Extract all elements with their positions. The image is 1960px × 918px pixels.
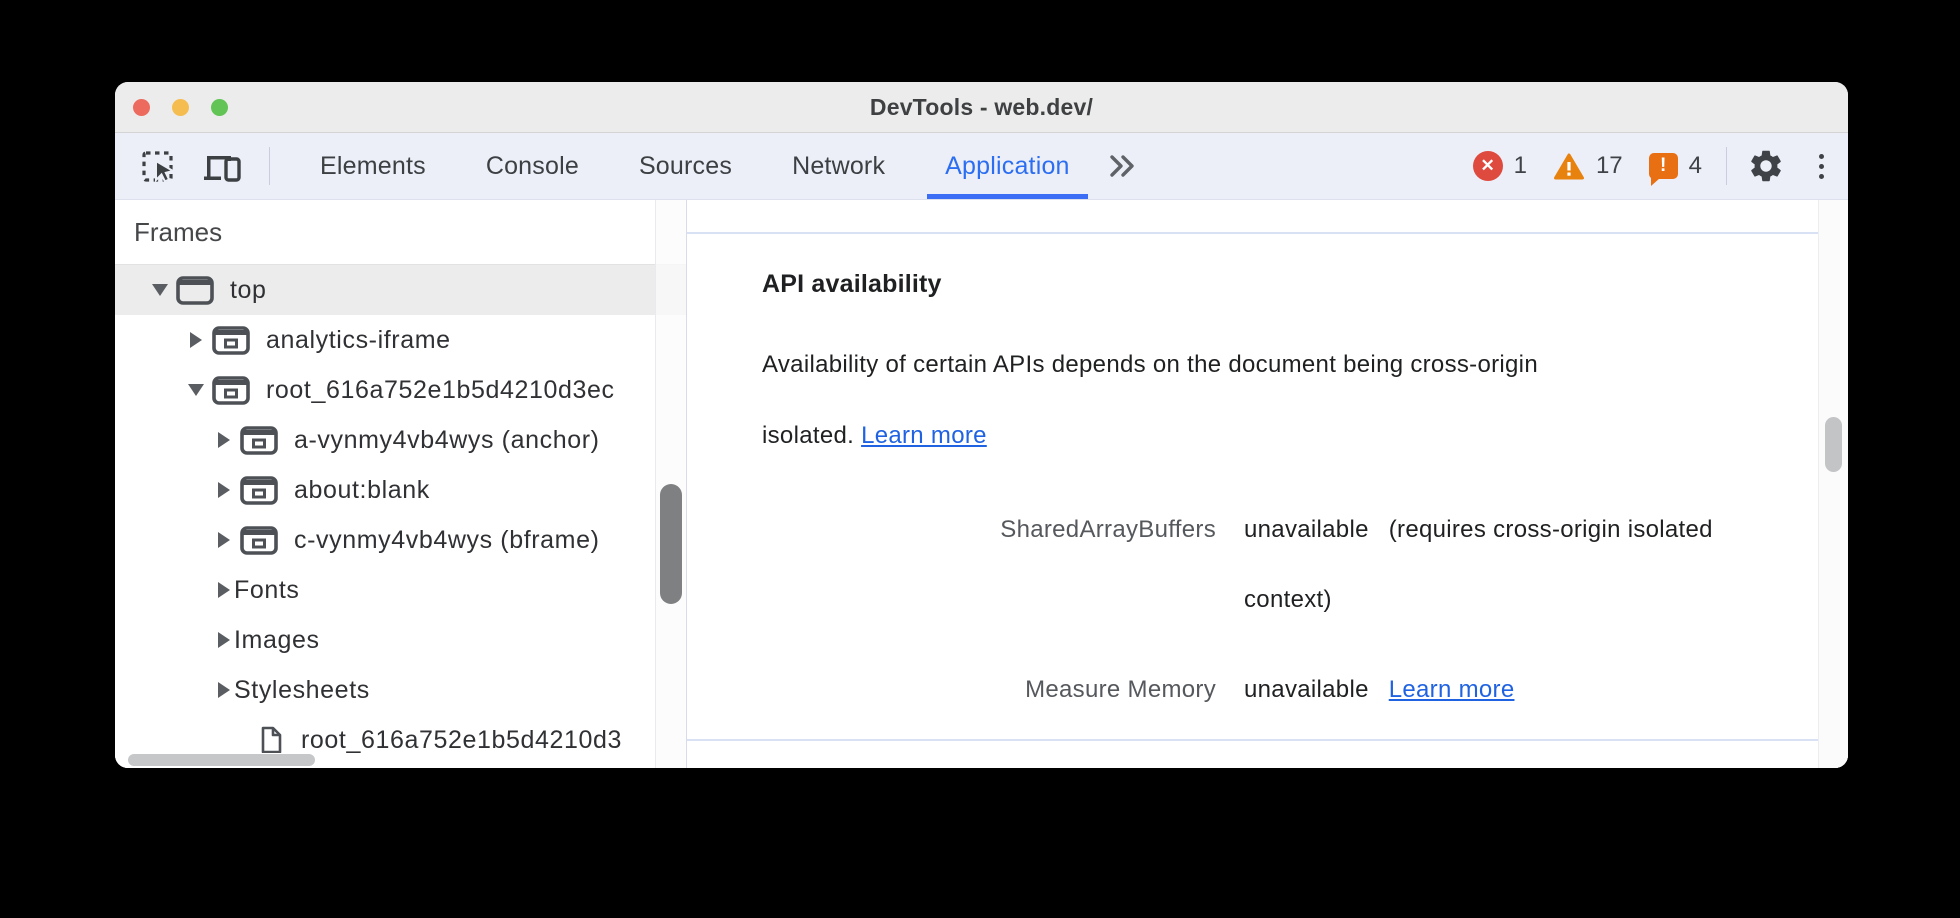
left-scrollbar-thumb[interactable] — [660, 484, 682, 604]
tree-item-label: Images — [234, 625, 320, 654]
tree-row[interactable]: root_616a752e1b5d4210d3ec — [115, 365, 686, 415]
twisty-icon[interactable] — [153, 284, 167, 296]
status-text: unavailable — [1244, 516, 1369, 543]
tab-network[interactable]: Network — [792, 151, 886, 180]
learn-more-link[interactable]: Learn more — [1388, 676, 1515, 703]
issues-count: 4 — [1688, 152, 1702, 179]
frames-panel: Frames top analytics-iframe root_616a752… — [115, 200, 687, 768]
api-name-label: Measure Memory — [1025, 676, 1216, 703]
api-availability-table: SharedArrayBuffers unavailable(requires … — [762, 495, 1818, 725]
close-button[interactable] — [133, 98, 150, 116]
window-title: DevTools - web.dev/ — [869, 93, 1094, 120]
twisty-icon[interactable] — [217, 682, 231, 698]
tree-row[interactable]: Images — [115, 615, 686, 665]
iframe-icon — [240, 475, 278, 505]
tree-row[interactable]: top — [115, 265, 686, 315]
tree-row[interactable]: Stylesheets — [115, 665, 686, 715]
tree-item-label: Stylesheets — [234, 675, 370, 704]
tree-row[interactable]: about:blank — [115, 465, 686, 515]
horizontal-scrollbar-thumb[interactable] — [128, 754, 315, 766]
error-icon: ✕ — [1472, 151, 1503, 181]
warnings-badge[interactable]: 17 — [1553, 152, 1623, 181]
document-icon — [260, 726, 282, 754]
iframe-icon — [240, 425, 278, 455]
status-text: unavailable — [1244, 676, 1369, 703]
more-tabs-chevron-icon[interactable] — [1106, 152, 1140, 180]
errors-badge[interactable]: ✕ 1 — [1472, 151, 1527, 181]
toolbar-separator — [1726, 147, 1727, 185]
table-row: SharedArrayBuffers unavailable(requires … — [762, 495, 1818, 635]
tree-row[interactable]: analytics-iframe — [115, 315, 686, 365]
api-name-label: SharedArrayBuffers — [1000, 516, 1216, 543]
tree-item-label: a-vynmy4vb4wys (anchor) — [294, 425, 600, 454]
settings-gear-icon[interactable] — [1747, 147, 1785, 185]
tab-elements[interactable]: Elements — [320, 151, 426, 180]
inspect-element-icon[interactable] — [139, 145, 181, 187]
tree-row[interactable]: root_616a752e1b5d4210d3 — [115, 715, 686, 765]
device-toolbar-icon[interactable] — [201, 146, 245, 186]
devtools-toolbar: Elements Console Sources Network Application… — [115, 133, 1848, 200]
tree-item-label: root_616a752e1b5d4210d3ec — [266, 375, 615, 404]
devtools-main: Frames top analytics-iframe root_616a752… — [115, 200, 1848, 768]
twisty-icon[interactable] — [217, 482, 231, 498]
frames-tree: top analytics-iframe root_616a752e1b5d42… — [115, 265, 686, 765]
issues-badge[interactable]: ! 4 — [1648, 152, 1702, 186]
warning-count: 17 — [1595, 152, 1623, 179]
api-status-value: unavailable(requires cross-origin isolat… — [1244, 495, 1734, 635]
warning-icon — [1553, 153, 1584, 179]
tree-item-label: top — [230, 275, 267, 304]
twisty-icon[interactable] — [189, 332, 203, 348]
minimize-button[interactable] — [172, 98, 189, 116]
twisty-icon[interactable] — [189, 384, 203, 396]
learn-more-link[interactable]: Learn more — [861, 422, 987, 449]
left-scrollbar-track — [655, 200, 686, 768]
iframe-icon — [212, 375, 250, 405]
issues-icon: ! — [1648, 153, 1678, 186]
api-availability-section: API availability Availability of certain… — [687, 232, 1818, 741]
tree-row[interactable]: c-vynmy4vb4wys (bframe) — [115, 515, 686, 565]
tree-item-label: root_616a752e1b5d4210d3 — [301, 725, 623, 754]
zoom-button[interactable] — [211, 98, 228, 116]
titlebar: DevTools - web.dev/ — [115, 82, 1848, 133]
more-options-kebab-icon[interactable] — [1819, 153, 1824, 179]
description-line1: Availability of certain APIs depends on … — [762, 351, 1538, 378]
tree-item-label: about:blank — [294, 475, 430, 504]
tree-row[interactable]: a-vynmy4vb4wys (anchor) — [115, 415, 686, 465]
right-scrollbar-track — [1818, 200, 1848, 768]
application-report-panel: API availability Availability of certain… — [687, 200, 1848, 768]
section-description: Availability of certain APIs depends on … — [762, 329, 1818, 471]
twisty-icon[interactable] — [217, 532, 231, 548]
tab-sources[interactable]: Sources — [638, 151, 733, 180]
section-title: API availability — [762, 270, 942, 298]
tab-application[interactable]: Application — [915, 133, 1100, 199]
tab-console[interactable]: Console — [485, 151, 579, 180]
toolbar-separator — [269, 147, 270, 185]
panel-tabs: Elements Console Sources Network Application — [290, 133, 1100, 199]
frames-panel-header: Frames — [115, 200, 686, 265]
error-count: 1 — [1513, 152, 1527, 179]
tree-item-label: Fonts — [234, 575, 300, 604]
table-row: Measure Memory unavailable Learn more — [762, 655, 1818, 725]
twisty-icon[interactable] — [217, 582, 231, 598]
tree-item-label: c-vynmy4vb4wys (bframe) — [294, 525, 600, 554]
frame-icon — [176, 275, 214, 305]
iframe-icon — [212, 325, 250, 355]
twisty-icon[interactable] — [217, 632, 231, 648]
traffic-lights — [133, 82, 228, 132]
twisty-icon[interactable] — [217, 432, 231, 448]
toolbar-right-group: ✕ 1 17 ! 4 — [1472, 147, 1824, 186]
tree-row[interactable]: Fonts — [115, 565, 686, 615]
devtools-window: DevTools - web.dev/ Elements Console Sourc… — [115, 82, 1848, 768]
api-status-value: unavailable Learn more — [1244, 655, 1734, 725]
tree-item-label: analytics-iframe — [266, 325, 451, 354]
status-note: (requires cross-origin isolated context) — [1244, 516, 1713, 613]
description-line2: isolated. Learn more — [762, 422, 987, 449]
iframe-icon — [240, 525, 278, 555]
right-scrollbar-thumb[interactable] — [1825, 417, 1842, 472]
